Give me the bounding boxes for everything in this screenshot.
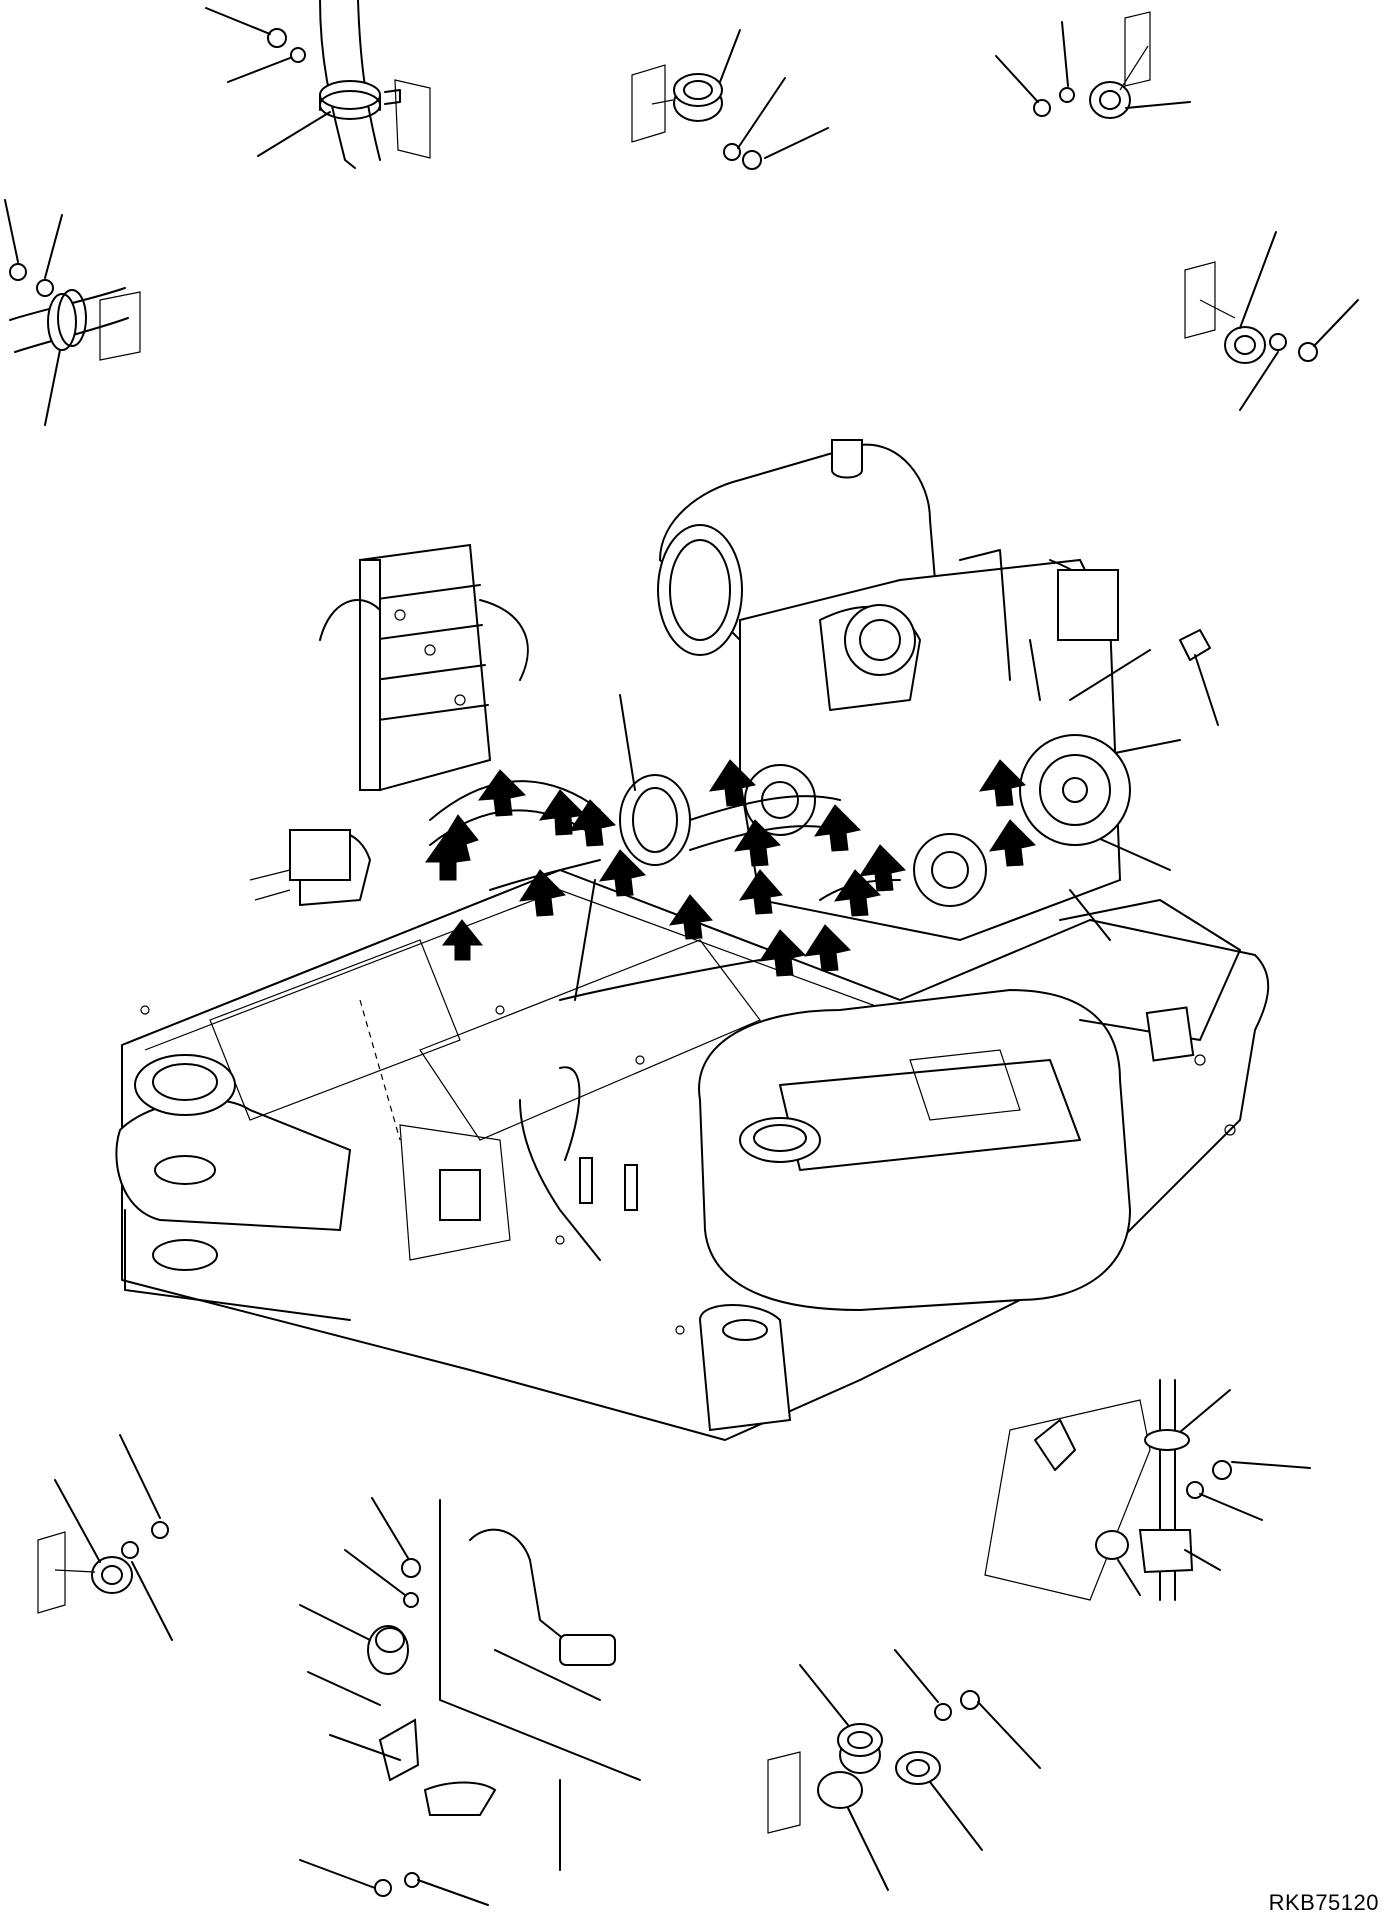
detail-grommet-bottom-left bbox=[37, 1434, 173, 1641]
detail-double-grommet-bottom-right bbox=[767, 1649, 1041, 1891]
control-valve-assembly bbox=[249, 543, 529, 906]
assembly-arrows bbox=[425, 759, 1037, 977]
leader-line bbox=[574, 879, 596, 1001]
engine-assembly bbox=[657, 439, 1211, 942]
detail-grommet-right bbox=[1184, 231, 1359, 411]
detail-hose-clamp-left bbox=[4, 199, 141, 426]
leader-line bbox=[619, 694, 636, 791]
detail-hose-clamp-top-left bbox=[205, 0, 431, 169]
detail-bracket-bottom-center bbox=[299, 1497, 641, 1906]
detail-clamp-bottom-right bbox=[984, 1379, 1311, 1601]
upper-frame-assembly bbox=[115, 869, 1270, 1441]
detail-grommet-top-center bbox=[631, 29, 829, 170]
detail-grommet-top-right bbox=[995, 11, 1191, 119]
leader-line bbox=[1194, 654, 1219, 726]
drawing-code: RKB75120 bbox=[1268, 1890, 1379, 1915]
